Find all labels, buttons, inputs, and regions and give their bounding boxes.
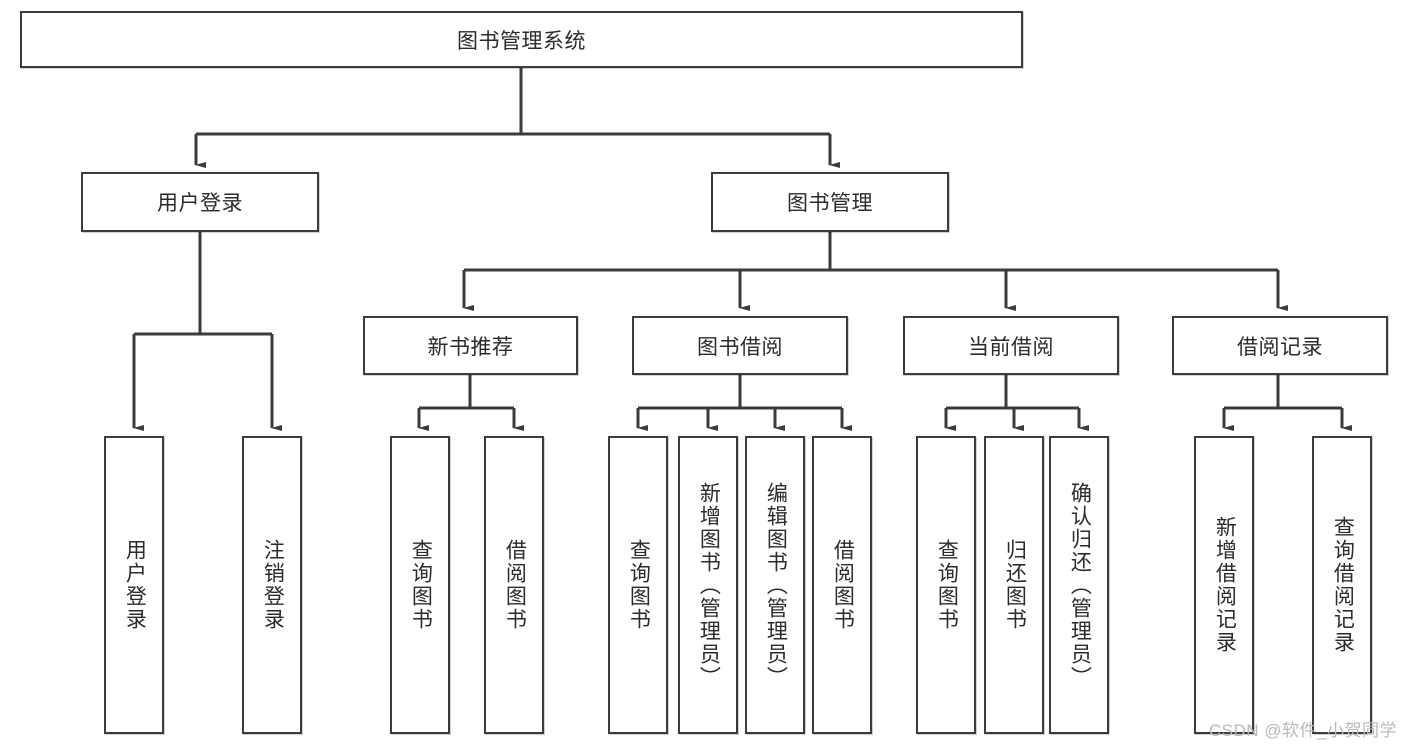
node-label: 当前借阅 xyxy=(968,335,1054,359)
node-label: 确认归还（管理员） xyxy=(1068,481,1092,689)
node-user-login[interactable]: 用户登录 xyxy=(81,172,319,232)
node-label: 编辑图书（管理员） xyxy=(764,481,788,689)
node-book-management[interactable]: 图书管理 xyxy=(711,172,949,232)
node-leaf-query-book-rec[interactable]: 查询图书 xyxy=(390,436,450,734)
node-leaf-borrow-book[interactable]: 借阅图书 xyxy=(812,436,872,734)
node-label: 借阅图书 xyxy=(503,539,527,631)
node-label: 借阅记录 xyxy=(1237,335,1323,359)
node-label: 图书借阅 xyxy=(697,335,783,359)
node-root-book-management-system[interactable]: 图书管理系统 xyxy=(20,11,1023,68)
node-label: 查询图书 xyxy=(409,539,433,631)
node-leaf-user-login[interactable]: 用户登录 xyxy=(104,436,164,734)
node-leaf-query-book-current[interactable]: 查询图书 xyxy=(916,436,976,734)
node-label: 注销登录 xyxy=(261,539,285,631)
node-leaf-logout[interactable]: 注销登录 xyxy=(242,436,302,734)
node-label: 查询图书 xyxy=(627,539,651,631)
csdn-watermark: CSDN @软件_小贺同学 xyxy=(1208,721,1397,740)
node-label: 图书管理 xyxy=(787,192,873,215)
node-leaf-query-book-borrow[interactable]: 查询图书 xyxy=(608,436,668,734)
node-leaf-confirm-return-admin[interactable]: 确认归还（管理员） xyxy=(1049,436,1109,734)
node-label: 图书管理系统 xyxy=(457,29,586,53)
node-leaf-borrow-book-rec[interactable]: 借阅图书 xyxy=(484,436,544,734)
node-label: 查询图书 xyxy=(935,539,959,631)
node-label: 新书推荐 xyxy=(427,335,514,359)
node-label: 归还图书 xyxy=(1003,539,1027,631)
node-book-borrow[interactable]: 图书借阅 xyxy=(632,316,848,375)
node-borrow-record[interactable]: 借阅记录 xyxy=(1172,316,1388,375)
node-leaf-query-borrow-record[interactable]: 查询借阅记录 xyxy=(1312,436,1372,734)
node-new-book-recommendation[interactable]: 新书推荐 xyxy=(363,316,578,375)
node-label: 借阅图书 xyxy=(831,539,855,631)
node-leaf-return-book[interactable]: 归还图书 xyxy=(984,436,1044,734)
node-label: 新增图书（管理员） xyxy=(697,481,721,689)
node-label: 新增借阅记录 xyxy=(1213,516,1237,654)
node-leaf-add-book-admin[interactable]: 新增图书（管理员） xyxy=(678,436,738,734)
node-label: 用户登录 xyxy=(123,539,147,631)
node-leaf-add-borrow-record[interactable]: 新增借阅记录 xyxy=(1194,436,1254,734)
node-leaf-edit-book-admin[interactable]: 编辑图书（管理员） xyxy=(745,436,805,734)
node-label: 用户登录 xyxy=(157,192,243,215)
node-current-borrow[interactable]: 当前借阅 xyxy=(903,316,1119,375)
node-label: 查询借阅记录 xyxy=(1331,516,1355,654)
